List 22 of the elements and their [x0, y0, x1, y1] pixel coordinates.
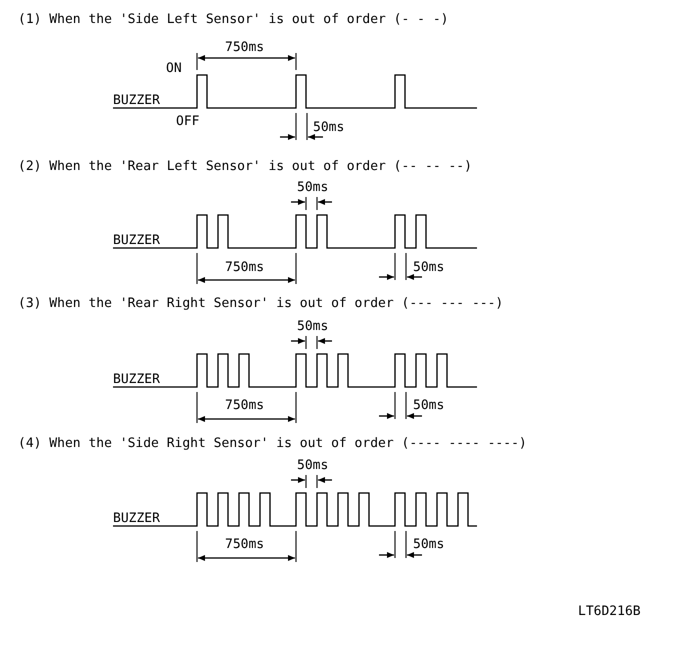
- section-heading: (1) When the 'Side Left Sensor' is out of order (- - -): [18, 12, 448, 27]
- dimension-label: 50ms: [413, 260, 444, 275]
- dimension-label: 50ms: [297, 319, 328, 334]
- dimension-label: 750ms: [225, 398, 264, 413]
- dimension-label: 50ms: [297, 458, 328, 473]
- section-heading: (4) When the 'Side Right Sensor' is out of order (---- ---- ----): [18, 436, 527, 451]
- signal-name: BUZZER: [113, 93, 160, 108]
- signal-name: BUZZER: [113, 511, 160, 526]
- dimension-label: 50ms: [297, 180, 328, 195]
- dimension-label: 750ms: [225, 40, 264, 55]
- figure-code: LT6D216B: [578, 604, 641, 619]
- dimension-label: 50ms: [413, 398, 444, 413]
- state-label: OFF: [176, 114, 200, 129]
- dimension-label: 50ms: [413, 537, 444, 552]
- signal-name: BUZZER: [113, 233, 160, 248]
- signal-name: BUZZER: [113, 372, 160, 387]
- state-label: ON: [166, 61, 182, 76]
- dimension-label: 750ms: [225, 260, 264, 275]
- section-heading: (2) When the 'Rear Left Sensor' is out of order (-- -- --): [18, 159, 472, 174]
- dimension-label: 750ms: [225, 537, 264, 552]
- section-heading: (3) When the 'Rear Right Sensor' is out of order (--- --- ---): [18, 296, 504, 311]
- dimension-label: 50ms: [313, 120, 344, 135]
